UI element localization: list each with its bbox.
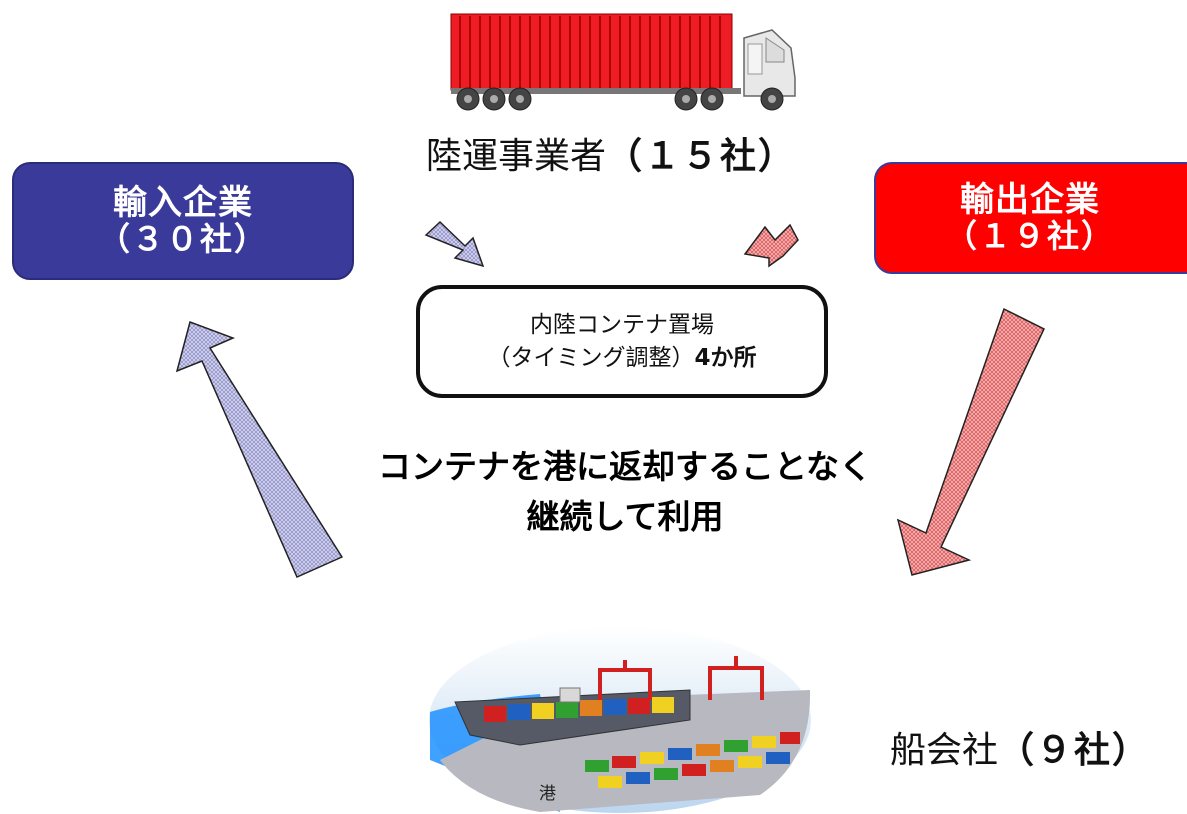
trucker-name: 陸運事業者 <box>426 136 607 177</box>
exporter-name: 輸出企業 <box>960 180 1100 220</box>
port-label: 港 <box>539 784 556 804</box>
shipping-company-label: 船会社（９社） <box>890 727 1150 775</box>
importer-name: 輸入企業 <box>113 183 253 223</box>
yard-title: 内陸コンテナ置場 <box>530 311 714 338</box>
trucker-count: （１５社） <box>606 136 797 177</box>
exporter-count: （１９社） <box>944 217 1115 255</box>
port-illustration <box>429 627 811 813</box>
reuse-message-line1: コンテナを港に返却することなく <box>377 447 872 486</box>
arrow-small-importer-side <box>424 220 485 268</box>
yard-location-count: 4か所 <box>694 344 757 371</box>
yard-timing-note: （タイミング調整） <box>487 344 695 371</box>
reuse-message-line2: 継続して利用 <box>526 497 724 536</box>
shipping-company-name: 船会社 <box>890 730 999 771</box>
trucker-label: 陸運事業者（１５社） <box>426 133 796 181</box>
reuse-message: コンテナを港に返却することなく 継続して利用 <box>350 442 900 542</box>
arrow-port-to-importer <box>175 321 344 578</box>
exporter-box: 輸出企業 （１９社） <box>874 162 1187 274</box>
truck-icon <box>450 13 796 111</box>
shipping-company-count: （９社） <box>998 730 1151 771</box>
arrow-exporter-to-port <box>896 307 1045 576</box>
yard-subtitle: （タイミング調整）4か所 <box>487 342 756 375</box>
arrow-small-exporter-side <box>743 223 799 268</box>
inland-container-yard-box: 内陸コンテナ置場 （タイミング調整）4か所 <box>416 285 828 398</box>
importer-count: （３０社） <box>97 220 268 258</box>
importer-box: 輸入企業 （３０社） <box>12 162 354 280</box>
